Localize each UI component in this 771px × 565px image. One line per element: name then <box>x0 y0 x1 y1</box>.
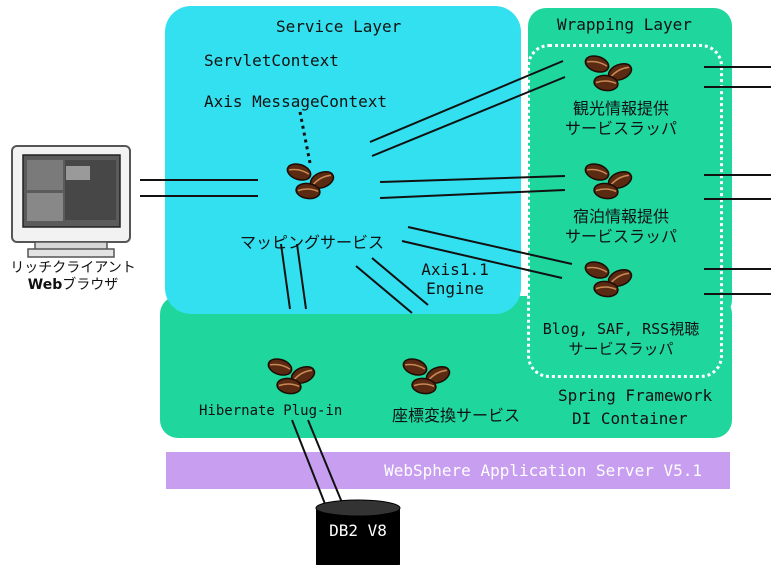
tourism-wrapper-line2: サービスラッパ <box>564 119 677 138</box>
hibernate-bean-icon <box>266 356 317 395</box>
mapping-service-label: マッピングサービス <box>240 233 385 252</box>
coordinate-service-label: 座標変換サービス <box>392 406 521 425</box>
servlet-context-label: ServletContext <box>204 51 339 70</box>
websphere-bar: WebSphere Application Server V5.1 <box>166 452 730 489</box>
service-layer-panel <box>165 6 521 314</box>
axis-engine-label: Axis1.1 Engine <box>414 260 496 298</box>
client-label-browser: ブラウザ <box>62 277 119 293</box>
tourism-wrapper-label: 観光情報提供 サービスラッパ <box>532 99 710 139</box>
blog-wrapper-line2: サービスラッパ <box>568 340 674 358</box>
spring-framework-label: Spring Framework <box>558 386 713 405</box>
blog-wrapper-bean-icon <box>583 259 634 298</box>
axis-engine-line2: Engine <box>426 279 484 298</box>
external-connection-lines <box>704 66 771 295</box>
coordinate-connection-lines <box>355 257 429 314</box>
di-container-label: DI Container <box>572 409 688 428</box>
database-cylinder-icon <box>315 499 401 565</box>
wrapping-layer-title: Wrapping Layer <box>557 15 692 34</box>
db2-label: DB2 V8 <box>329 521 387 540</box>
lodging-wrapper-line2: サービスラッパ <box>564 227 677 246</box>
axis-message-context-label: Axis MessageContext <box>204 92 388 111</box>
spring-container-right-panel <box>528 8 732 318</box>
client-connection-lines <box>140 179 258 197</box>
tourism-wrapper-line1: 観光情報提供 <box>572 99 669 118</box>
service-layer-title: Service Layer <box>276 17 402 36</box>
blog-wrapper-label: Blog, SAF, RSS視聴 サービスラッパ <box>530 319 712 359</box>
client-label-line1: リッチクライアント <box>10 260 136 276</box>
hibernate-plugin-label: Hibernate Plug-in <box>199 403 343 419</box>
hibernate-connection-lines <box>280 243 307 310</box>
client-label: リッチクライアント Webブラウザ <box>0 260 146 294</box>
lodging-wrapper-label: 宿泊情報提供 サービスラッパ <box>532 207 710 247</box>
client-label-line2: Webブラウザ <box>0 277 146 294</box>
wrapping-layer-dotted-boundary <box>527 44 723 378</box>
tourism-wrapper-bean-icon <box>583 53 634 92</box>
blog-wrapper-line1: Blog, SAF, RSS視聴 <box>542 320 700 338</box>
websphere-label: WebSphere Application Server V5.1 <box>384 461 702 480</box>
db-connection-lines <box>291 419 344 510</box>
axis-engine-line1: Axis1.1 <box>421 260 489 279</box>
computer-monitor-icon <box>11 145 131 258</box>
lodging-wrapper-bean-icon <box>583 161 634 200</box>
context-dotted-line <box>298 111 312 164</box>
coordinate-service-bean-icon <box>401 356 452 395</box>
lodging-wrapper-line1: 宿泊情報提供 <box>572 207 669 226</box>
wrapper-connection-lines <box>369 60 573 279</box>
client-label-web: Web <box>27 277 63 293</box>
mapping-service-bean-icon <box>285 161 336 200</box>
